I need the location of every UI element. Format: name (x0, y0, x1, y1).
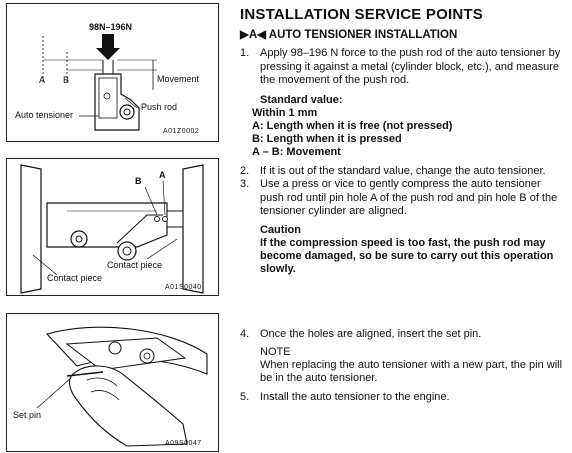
set-pin-label: Set pin (13, 410, 42, 420)
contact-piece-label-left: Contact piece (47, 273, 103, 283)
push-rod-label: Push rod (141, 102, 178, 112)
section-marker: ▶A◀ (240, 29, 266, 41)
figure-code: A09S0047 (165, 440, 202, 447)
page-title: INSTALLATION SERVICE POINTS (240, 6, 483, 23)
section-title: AUTO TENSIONER INSTALLATION (268, 29, 458, 41)
note-text: When replacing the auto tensioner with a… (260, 359, 563, 384)
dimension-label-b: B (63, 75, 70, 85)
figure-compress-tensioner: B A Contact piece Contact piece A01S0040 (6, 158, 219, 296)
figure-code: A01Z0002 (163, 128, 200, 135)
movement-label: Movement (157, 74, 200, 84)
caution-label: Caution (260, 223, 301, 236)
set-pin-diagram (36, 326, 208, 447)
step-text: Apply 98–196 N force to the push rod of … (260, 47, 561, 86)
pin-hole-label-a: A (159, 170, 166, 180)
step-text: If it is out of the standard value, chan… (260, 164, 546, 177)
standard-value-a: A: Length when it is free (not pressed) (252, 119, 453, 132)
compress-diagram (20, 164, 204, 294)
figure-code: A01S0040 (165, 284, 202, 291)
step-4: 4. Once the holes are aligned, insert th… (240, 328, 566, 342)
force-label: 98N–196N (89, 22, 133, 32)
standard-value-movement: A – B: Movement (252, 145, 341, 158)
standard-value-within: Within 1 mm (252, 106, 318, 119)
step-3: 3. Use a press or vice to gently compres… (240, 178, 566, 219)
step-number: 2. (240, 164, 250, 177)
figure-insert-set-pin: Set pin A09S0047 (6, 313, 219, 452)
section-heading: ▶A◀ AUTO TENSIONER INSTALLATION (240, 27, 566, 41)
note-label: NOTE (260, 346, 291, 358)
step-text: Install the auto tensioner to the engine… (260, 391, 450, 403)
step-number: 3. (240, 178, 250, 190)
step-2: 2. If it is out of the standard value, c… (240, 165, 566, 179)
step-1: 1. Apply 98–196 N force to the push rod … (240, 47, 566, 88)
dimension-label-a: A (39, 75, 46, 85)
contact-piece-label-right: Contact piece (107, 260, 163, 270)
standard-value-label: Standard value: (260, 93, 343, 106)
step-5: 5. Install the auto tensioner to the eng… (240, 391, 566, 405)
figure-push-rod-movement: 98N–196N A B Movement Push rod Auto tens… (6, 3, 219, 142)
standard-value-b: B: Length when it is pressed (252, 132, 402, 145)
pin-hole-label-b: B (135, 176, 142, 186)
step-text: Once the holes are aligned, insert the s… (260, 327, 482, 340)
auto-tensioner-label: Auto tensioner (15, 110, 74, 120)
caution-text: If the compression speed is too fast, th… (260, 236, 554, 275)
step-number: 5. (240, 391, 250, 403)
step-number: 4. (240, 327, 250, 340)
push-rod-diagram (42, 34, 157, 131)
step-text: Use a press or vice to gently compress t… (260, 178, 558, 217)
instruction-text: INSTALLATION SERVICE POINTS ▶A◀ AUTO TEN… (240, 6, 566, 405)
step-number: 1. (240, 47, 250, 59)
